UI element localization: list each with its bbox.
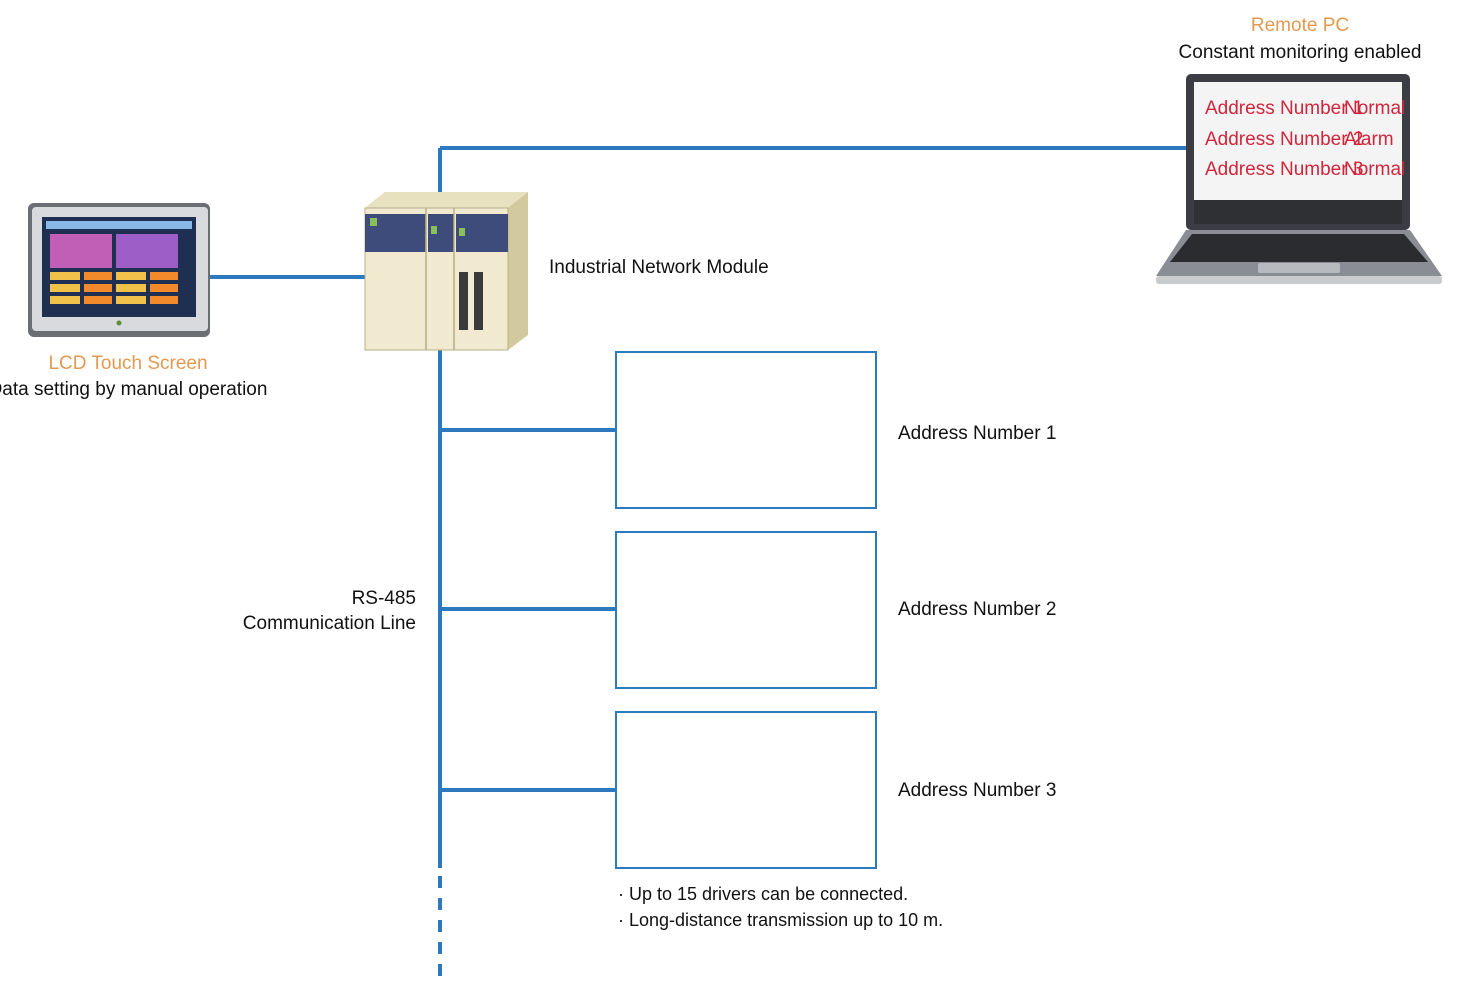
lcd-touch-screen-icon [28,203,210,337]
lcd-subtitle: Data setting by manual operation [0,379,268,400]
rs485-label-line2: Communication Line [242,613,416,634]
lcd-title: LCD Touch Screen [48,353,208,374]
pc-status-address-3: Address Number 3 [1205,159,1364,180]
driver-label-3: Address Number 3 [898,780,1057,801]
network-module-icon [364,192,528,351]
rs485-label-line1: RS-485 [351,588,416,609]
driver-box-1 [615,351,877,509]
pc-status-state-1: Normal [1344,98,1406,119]
driver-box-2 [615,531,877,689]
network-module-label: Industrial Network Module [549,257,769,278]
driver-box-3 [615,711,877,869]
pc-status-address-1: Address Number 1 [1205,98,1364,119]
driver-label-1: Address Number 1 [898,423,1057,444]
pc-status-state-3: Normal [1344,159,1406,180]
laptop-icon [1156,74,1442,284]
pc-status-state-2: Alarm [1344,129,1394,150]
driver-label-2: Address Number 2 [898,599,1057,620]
pc-status-address-2: Address Number 2 [1205,129,1364,150]
remote-pc-title: Remote PC [1250,15,1350,36]
remote-pc-subtitle: Constant monitoring enabled [1178,42,1422,63]
note-2: · Long-distance transmission up to 10 m. [618,910,944,930]
connection-lines [208,146,1192,980]
note-1: · Up to 15 drivers can be connected. [618,884,909,904]
